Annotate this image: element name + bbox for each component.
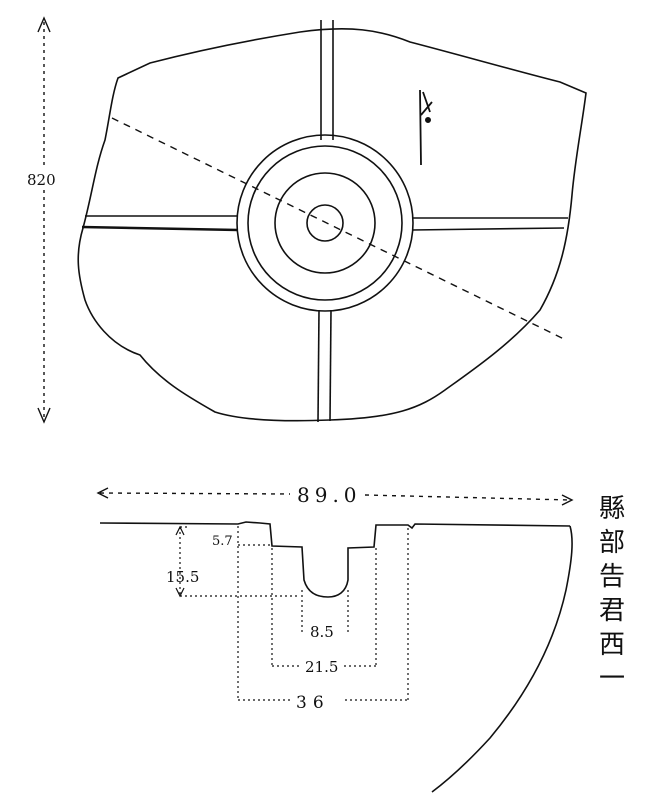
inscription-char: 部 — [598, 528, 625, 558]
groove-left-bottom — [81, 225, 239, 232]
groove-right-bottom — [411, 227, 565, 231]
width-dimension — [96, 487, 574, 506]
arrow-up-icon — [37, 16, 51, 33]
outer-ring-outer — [236, 134, 414, 312]
center-hole — [306, 204, 344, 242]
height-label: 820 — [27, 171, 56, 189]
section-outer-curve — [431, 525, 573, 793]
outer-ring-inner — [247, 145, 403, 301]
depth-arrow-up-icon — [175, 525, 185, 536]
carved-mark — [419, 89, 433, 166]
arrow-right-icon — [561, 494, 574, 506]
stone-outline — [77, 28, 587, 422]
middle-ring-label: 21.5 — [305, 658, 338, 676]
section-view — [99, 521, 573, 793]
section-profile — [99, 521, 571, 598]
outer-ring-label: 36 — [296, 693, 330, 713]
section-line — [111, 117, 567, 341]
depth-label: 15.5 — [166, 568, 199, 586]
width-label: 89.0 — [297, 483, 362, 507]
plan-view — [77, 20, 587, 423]
depth-arrow-down-icon — [175, 587, 185, 598]
step-label: 5.7 — [212, 534, 233, 549]
inscription-char: 君 — [598, 596, 625, 626]
carved-mark-dot — [424, 117, 431, 124]
section-dimensions — [179, 526, 409, 701]
arrow-left-icon — [96, 487, 109, 499]
middle-ring — [274, 172, 376, 274]
hole-label: 8.5 — [310, 623, 334, 641]
inscription-char: 告 — [598, 562, 625, 592]
inscription-char: 西 — [598, 630, 625, 660]
inscription-char: 一 — [598, 664, 625, 694]
height-dimension — [37, 16, 51, 424]
groove-bottom-left — [317, 309, 320, 423]
inscription: 縣 部 告 君 西 一 — [594, 492, 630, 696]
groove-bottom-right — [329, 309, 332, 422]
arrow-down-icon — [37, 407, 51, 424]
inscription-char: 縣 — [598, 494, 625, 524]
